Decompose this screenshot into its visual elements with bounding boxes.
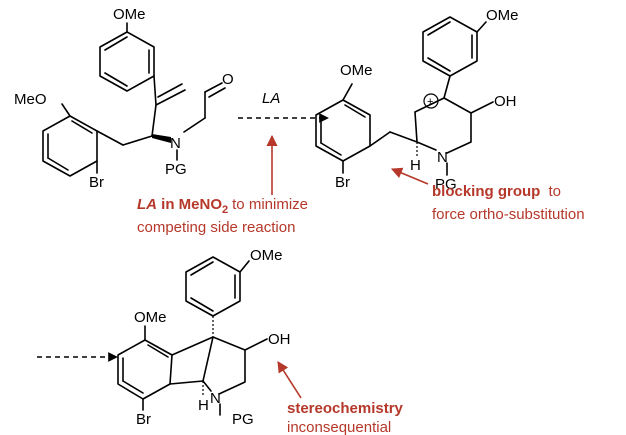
blocking-annotation-arrow — [390, 167, 429, 185]
intermediate-cation-label: + — [427, 96, 433, 108]
reactant-meo-label: MeO — [14, 91, 47, 108]
stereo-note-line1: stereochemistry — [287, 400, 404, 417]
product-oh-label: OH — [268, 331, 291, 348]
product-br-label: Br — [136, 411, 151, 428]
reactant-br-label: Br — [89, 174, 104, 191]
reactant-aldehyde-o-label: O — [222, 71, 234, 88]
blocking-note-line2: force ortho-substitution — [432, 206, 585, 223]
product-n-label: N — [210, 390, 221, 407]
reactant-structure — [42, 22, 226, 177]
intermediate-oh-label: OH — [494, 93, 517, 110]
product-ome-top-label: OMe — [250, 247, 283, 264]
reaction-arrow-label: LA — [262, 90, 280, 107]
reactant-ome-label: OMe — [113, 6, 146, 23]
la-note-line2: competing side reaction — [137, 219, 295, 236]
product-ome-left-label: OMe — [134, 309, 167, 326]
intermediate-structure — [315, 16, 494, 176]
intermediate-ome-top-label: OMe — [486, 7, 519, 24]
intermediate-br-label: Br — [335, 174, 350, 191]
blocking-note-line1: blocking group to — [432, 183, 561, 200]
product-h-label: H — [198, 397, 209, 414]
product-structure — [117, 256, 268, 416]
stereo-annotation-arrow — [277, 361, 302, 399]
reactant-pg-label: PG — [165, 161, 187, 178]
stereo-note-line2: inconsequential — [287, 419, 391, 435]
intermediate-n-label: N — [437, 149, 448, 166]
intermediate-h-label: H — [410, 157, 421, 174]
intermediate-ome-left-label: OMe — [340, 62, 373, 79]
product-pg-label: PG — [232, 411, 254, 428]
reactant-n-label: N — [170, 135, 181, 152]
intermediate-pg-label: PG — [435, 176, 457, 193]
